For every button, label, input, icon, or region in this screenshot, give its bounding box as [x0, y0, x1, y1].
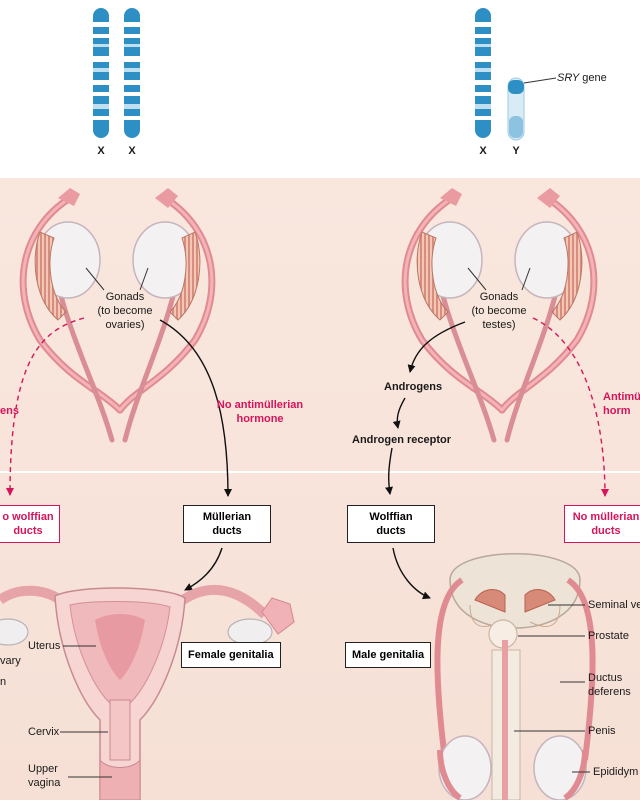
- wolffian-ducts-box: Wolffian ducts: [347, 505, 435, 543]
- sry-gene-label: SRY gene: [557, 72, 607, 84]
- female-genitalia-title: Female genitalia: [181, 642, 281, 668]
- no-mullerian-ducts-box: No müllerian ducts: [564, 505, 640, 543]
- penis-label: Penis: [588, 725, 616, 737]
- chromosome-y: [507, 77, 525, 141]
- male-internal-ducts: [401, 194, 598, 443]
- chromosome-label-x2: X: [128, 145, 136, 157]
- gonads-label-female: Gonads (to become ovaries): [97, 291, 153, 331]
- uterus-illustration: [0, 584, 295, 800]
- right-fimbria-f: [155, 188, 178, 208]
- chromosome-x-male: [475, 8, 491, 138]
- ovary-label: vary: [0, 655, 21, 667]
- cervix-label: Cervix: [28, 726, 60, 738]
- chromosome-x-right: [124, 8, 140, 138]
- no-wolffian-ducts-box: o wolffian ducts: [0, 505, 60, 543]
- male-genitalia-illustration: [434, 553, 596, 800]
- androgens-label: Androgens: [384, 381, 443, 393]
- chromosome-label-x1: X: [97, 145, 105, 157]
- left-fimbria-f: [58, 188, 80, 206]
- arrow-to-androgens: [407, 321, 466, 373]
- tube-label-cut: n: [0, 676, 7, 688]
- mullerian-ducts-box: Müllerian ducts: [183, 505, 271, 543]
- upper-vagina-label: Upper vagina: [28, 763, 61, 789]
- androgens-cut-label: ens: [0, 405, 19, 417]
- arrow-to-wolffian: [385, 447, 393, 495]
- chromosome-label-x-male: X: [479, 145, 487, 157]
- no-amh-label: No antimüllerian hormone: [216, 399, 304, 425]
- dashed-arrow-right: [532, 317, 609, 497]
- ductus-deferens-label: Ductus deferens: [588, 672, 631, 698]
- uterus-label: Uterus: [28, 640, 61, 652]
- female-internal-ducts: [19, 194, 216, 443]
- amh-cut-label: Antimül horm: [603, 391, 640, 417]
- epididymis-label: Epididym: [593, 766, 639, 778]
- seminal-vesicle-label: Seminal ve: [588, 599, 640, 611]
- gonads-label-male: Gonads (to become testes): [471, 291, 527, 331]
- chromosome-x-left: [93, 8, 109, 138]
- arrow-to-male-genitalia: [392, 547, 431, 600]
- chromosome-label-y: Y: [512, 145, 520, 157]
- prostate-label: Prostate: [588, 630, 629, 642]
- arrow-to-uterus: [184, 547, 223, 591]
- male-genitalia-title: Male genitalia: [345, 642, 432, 668]
- sry-leader-line: [523, 77, 557, 84]
- dashed-arrow-left: [6, 317, 85, 496]
- arrow-to-mullerian: [159, 319, 232, 497]
- androgen-receptor-label: Androgen receptor: [352, 434, 452, 446]
- arrow-to-receptor: [392, 397, 406, 429]
